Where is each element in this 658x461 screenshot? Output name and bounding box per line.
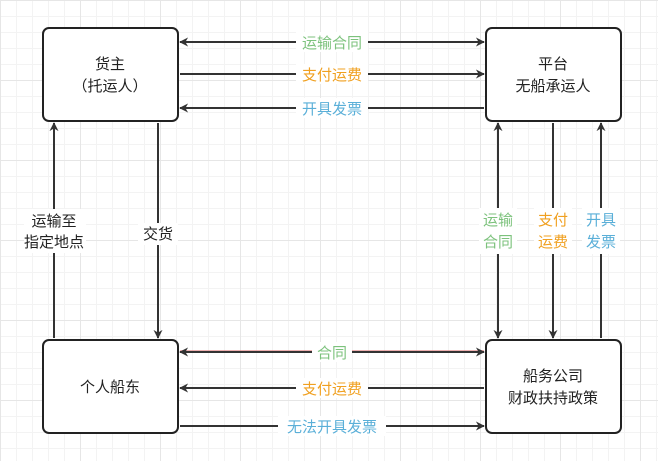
shipowner-title: 个人船东 (80, 378, 140, 396)
platform-subtitle: 无船承运人 (515, 77, 590, 95)
node-shipowner[interactable]: 个人船东 (42, 339, 179, 434)
label-shipowner-company-contract: 合同 (317, 344, 347, 362)
label-company-platform-invoice-line1: 开具 (586, 211, 616, 229)
node-cargo-owner[interactable]: 货主 （托运人） (42, 27, 179, 122)
cargo-owner-title: 货主 (95, 55, 125, 73)
node-platform[interactable]: 平台 无船承运人 (485, 27, 622, 122)
platform-title: 平台 (538, 55, 568, 73)
cargo-owner-subtitle: （托运人） (72, 77, 147, 95)
label-platform-company-pay-line2: 运费 (538, 233, 568, 251)
label-company-platform-invoice-line2: 发票 (586, 233, 616, 251)
label-company-shipowner-pay: 支付运费 (302, 380, 362, 398)
label-platform-company-contract-line2: 合同 (483, 233, 513, 251)
label-shipowner-company-noinvoice: 无法开具发票 (287, 418, 377, 436)
label-platform-company-contract-line1: 运输 (483, 211, 513, 229)
label-owner-platform-contract: 运输合同 (302, 34, 362, 52)
shipping-company-subtitle: 财政扶持政策 (508, 389, 598, 407)
label-transport-line2: 指定地点 (24, 233, 84, 251)
shipping-company-title: 船务公司 (523, 367, 583, 385)
label-owner-platform-pay: 支付运费 (302, 66, 362, 84)
label-platform-company-pay-line1: 支付 (538, 211, 568, 229)
label-platform-owner-invoice: 开具发票 (302, 100, 362, 118)
label-transport-line1: 运输至 (31, 212, 76, 230)
label-delivery: 交货 (143, 225, 173, 243)
node-shipping-company[interactable]: 船务公司 财政扶持政策 (485, 339, 622, 434)
